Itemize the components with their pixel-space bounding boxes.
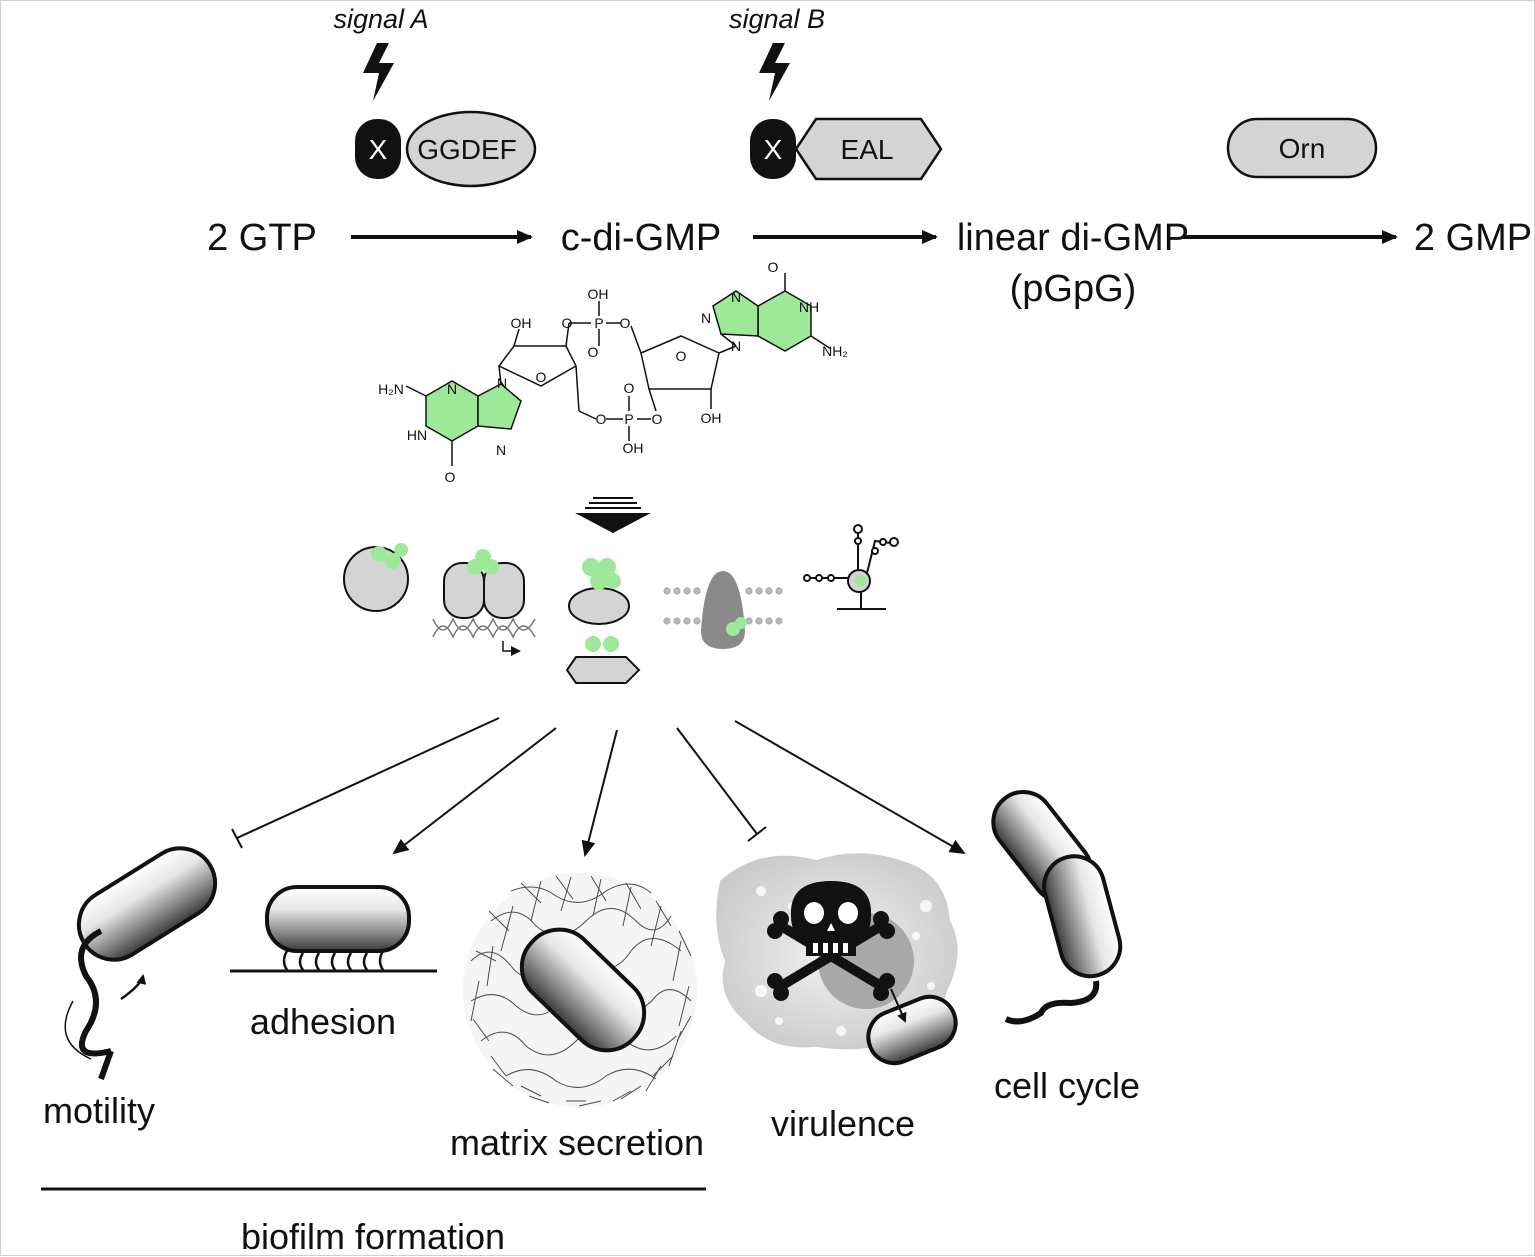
biofilm-formation-label: biofilm formation: [241, 1216, 505, 1257]
gmp-label: 2 GMP: [1414, 217, 1532, 259]
svg-text:N: N: [731, 338, 741, 354]
cdigmp-structure: [405, 273, 832, 466]
arrow-to-matrix: [581, 729, 618, 857]
linear-digmp-label: linear di-GMP: [957, 217, 1189, 259]
svg-text:P: P: [624, 411, 633, 427]
svg-text:OH: OH: [623, 440, 644, 456]
dividing-cell-icon: [991, 790, 1123, 1025]
svg-text:O: O: [624, 380, 635, 396]
ggdef-protein: X GGDEF: [355, 110, 537, 188]
signal-a-bolt-icon: [363, 43, 394, 101]
svg-text:OH: OH: [511, 315, 532, 331]
svg-text:O: O: [536, 369, 547, 385]
svg-text:N: N: [447, 381, 457, 397]
ggdef-label: GGDEF: [417, 134, 517, 165]
effector-arrow-icon: [575, 497, 651, 533]
cell-cycle-label: cell cycle: [994, 1065, 1140, 1106]
svg-text:N: N: [731, 289, 741, 305]
svg-text:OH: OH: [701, 410, 722, 426]
arrow-to-adhesion: [392, 727, 557, 855]
orn-protein: Orn: [1226, 117, 1378, 179]
svg-text:OH: OH: [588, 286, 609, 302]
matrix-secretion-label: matrix secretion: [450, 1122, 704, 1163]
motile-cell-icon: [64, 846, 218, 1081]
virulence-cell-icon: [866, 988, 958, 1066]
svg-text:O: O: [768, 259, 779, 275]
inhibit-motility-bar: [231, 828, 243, 849]
receptor-enzyme-icon: [568, 558, 630, 625]
svg-text:NH: NH: [799, 299, 819, 315]
skull-crossbones-icon: [767, 881, 895, 1001]
signal-b-bolt-icon: [759, 43, 790, 101]
inhibit-motility-line: [236, 717, 500, 839]
signal-b-label: signal B: [729, 4, 825, 34]
gtp-label: 2 GTP: [207, 217, 317, 259]
signal-a-label: signal A: [333, 4, 428, 34]
svg-text:N: N: [701, 310, 711, 326]
eal-protein: X EAL: [750, 117, 943, 181]
svg-text:O: O: [562, 315, 573, 331]
cdigmp-atom-labels: OH OH OH OH O O O O O O O O O O P P NH N…: [378, 259, 848, 485]
inhibit-virulence-bar: [747, 826, 767, 842]
x-domain-a: X: [369, 134, 388, 165]
svg-text:HN: HN: [407, 427, 427, 443]
receptor-membrane-icon: [663, 571, 783, 649]
receptor-pilz-icon: [343, 543, 409, 612]
riboswitch-icon: [803, 524, 899, 610]
svg-text:N: N: [497, 375, 507, 391]
adhesion-cell-icon: [230, 885, 437, 973]
motility-label: motility: [43, 1090, 155, 1131]
cdigmp-label: c-di-GMP: [561, 217, 721, 259]
inhibit-virulence-line: [676, 727, 758, 835]
svg-text:O: O: [652, 411, 663, 427]
svg-text:O: O: [445, 469, 456, 485]
arrow-to-cell-cycle: [734, 720, 966, 854]
svg-text:O: O: [596, 411, 607, 427]
svg-text:NH₂: NH₂: [822, 343, 848, 359]
virulence-label: virulence: [771, 1103, 915, 1144]
orn-label: Orn: [1279, 133, 1326, 164]
x-domain-b: X: [764, 134, 783, 165]
svg-text:N: N: [496, 442, 506, 458]
eal-label: EAL: [841, 134, 894, 165]
svg-text:O: O: [676, 348, 687, 364]
matrix-cell-icon: [463, 873, 697, 1107]
receptor-hexagon-icon: [565, 636, 641, 684]
pgpg-label: (pGpG): [1010, 268, 1137, 310]
svg-text:O: O: [588, 344, 599, 360]
adhesion-label: adhesion: [250, 1001, 396, 1042]
receptor-transcription-factor-icon: [432, 549, 536, 656]
svg-text:H₂N: H₂N: [378, 381, 404, 397]
svg-text:P: P: [594, 315, 603, 331]
svg-text:O: O: [620, 315, 631, 331]
